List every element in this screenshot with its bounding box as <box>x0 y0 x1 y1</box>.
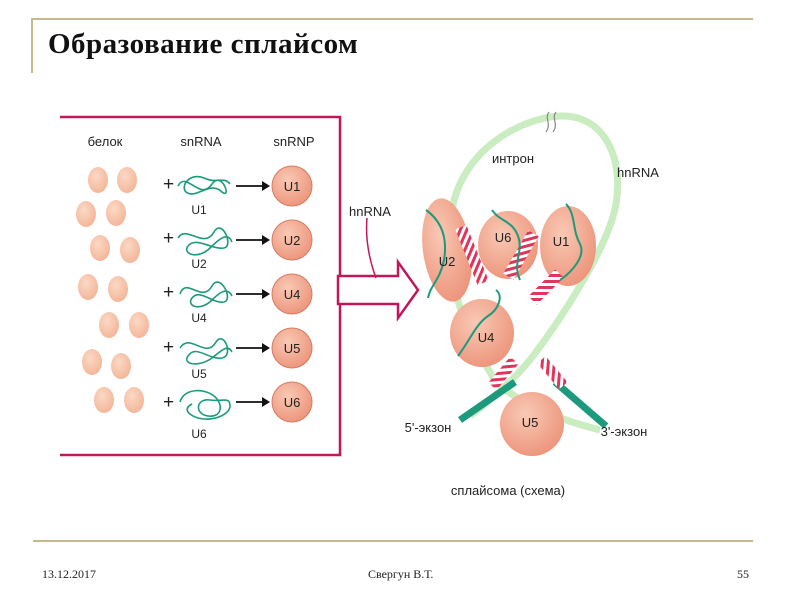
footer-date: 13.12.2017 <box>42 567 96 581</box>
snrna-label: U6 <box>191 427 207 441</box>
spliceosome-scheme: интрон hnRNA U2 U6 U1 U4 U5 5'-экзон 3'-… <box>405 111 659 498</box>
snrna-u6-strand <box>179 389 231 420</box>
slide-title: Образование сплайсом <box>48 28 359 60</box>
snrna-label: U5 <box>191 367 207 381</box>
snrnp-row-5: + U6 U6 <box>163 381 313 441</box>
particle-u5-label: U5 <box>522 415 539 430</box>
snrnp-row-2: + U2 U2 <box>163 219 313 271</box>
snrnp-label: U6 <box>284 395 301 410</box>
exon-3-label: 3'-экзон <box>601 424 648 439</box>
snrna-u4-strand <box>179 281 233 308</box>
particle-u6-label: U6 <box>495 230 512 245</box>
hnrna-label: hnRNA <box>617 165 659 180</box>
particle-u1-label: U1 <box>553 234 570 249</box>
snrna-u1-strand <box>177 175 231 195</box>
snrnp-row-4: + U5 U5 <box>163 327 313 381</box>
particle-u5 <box>500 392 564 456</box>
left-panel-frame <box>60 115 342 457</box>
snrna-label: U4 <box>191 311 207 325</box>
snrnp-label: U4 <box>284 287 301 302</box>
footer-author: Свергун В.Т. <box>368 567 434 581</box>
particle-u1 <box>540 206 596 286</box>
protein-blobs <box>76 167 149 413</box>
protein-header: белок <box>88 134 123 149</box>
snrnp-header: snRNP <box>273 134 314 149</box>
snrnp-label: U1 <box>284 179 301 194</box>
title-side-rule <box>31 18 33 73</box>
title-rule <box>33 18 753 20</box>
exon-5-label: 5'-экзон <box>405 420 452 435</box>
hnrna-arrow-label: hnRNA <box>349 204 391 219</box>
snrnp-row-3: + U4 U4 <box>163 273 313 325</box>
particle-u4 <box>450 299 514 367</box>
plus-sign: + <box>163 337 174 358</box>
intron-label: интрон <box>492 151 534 166</box>
spliceosome-caption: сплайсома (схема) <box>451 483 565 498</box>
page-number: 55 <box>737 567 749 581</box>
hnrna-arrow <box>336 217 420 322</box>
plus-sign: + <box>163 174 174 195</box>
snrna-header: snRNA <box>180 134 222 149</box>
footer-rule <box>33 540 753 542</box>
particle-u4-label: U4 <box>478 330 495 345</box>
snrna-label: U1 <box>191 203 207 217</box>
exon-3-strand <box>552 379 609 429</box>
particle-u2-label: U2 <box>439 254 456 269</box>
plus-sign: + <box>163 392 174 413</box>
snrnp-label: U5 <box>284 341 301 356</box>
snrnp-label: U2 <box>284 233 301 248</box>
snrna-label: U2 <box>191 257 207 271</box>
snrnp-row-1: + U1 U1 <box>163 165 313 217</box>
particle-u2 <box>422 198 472 302</box>
plus-sign: + <box>163 228 174 249</box>
snrna-u5-strand <box>179 338 233 365</box>
exon-5-strand <box>458 379 517 423</box>
snrna-u2-strand <box>177 227 233 256</box>
plus-sign: + <box>163 282 174 303</box>
